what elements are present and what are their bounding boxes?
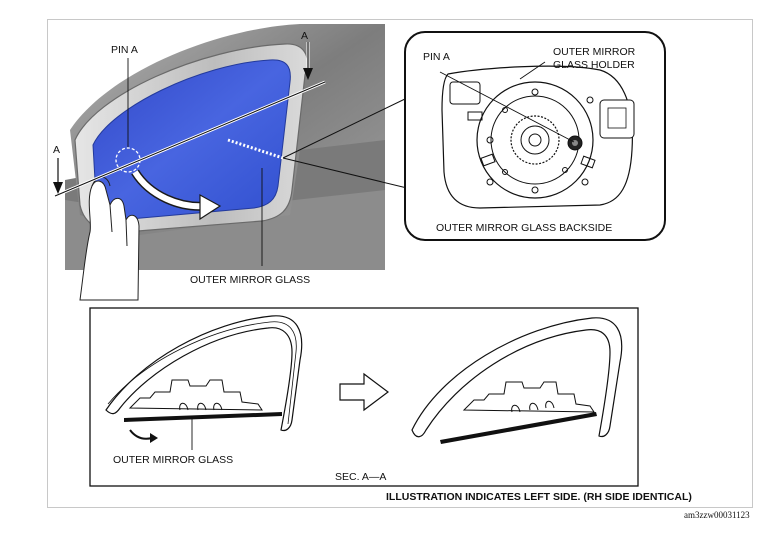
section-title: SEC. A—A (335, 471, 386, 483)
holder-label-line1: OUTER MIRROR (553, 46, 636, 58)
section-marker-a-top: A (301, 30, 308, 42)
detail-pin-a-label: PIN A (423, 51, 450, 63)
illustration-frame (47, 19, 753, 508)
footer-note: ILLUSTRATION INDICATES LEFT SIDE. (RH SI… (386, 491, 692, 503)
holder-label-line2: GLASS HOLDER (553, 59, 635, 71)
section-glass-label: OUTER MIRROR GLASS (113, 454, 233, 466)
section-view (89, 307, 639, 487)
backside-caption: OUTER MIRROR GLASS BACKSIDE (436, 222, 612, 234)
backside-detail (404, 31, 666, 241)
pry-direction-arrow (199, 193, 222, 221)
hand-illustration (79, 176, 140, 301)
section-arrow-top (303, 42, 313, 80)
outer-mirror-glass-label: OUTER MIRROR GLASS (190, 274, 310, 286)
transition-arrow (339, 372, 389, 412)
section-arrow-left (53, 158, 63, 194)
pin-a-label: PIN A (111, 44, 138, 56)
figure-code: am3zzw00031123 (684, 510, 750, 520)
section-marker-a-left: A (53, 144, 60, 156)
